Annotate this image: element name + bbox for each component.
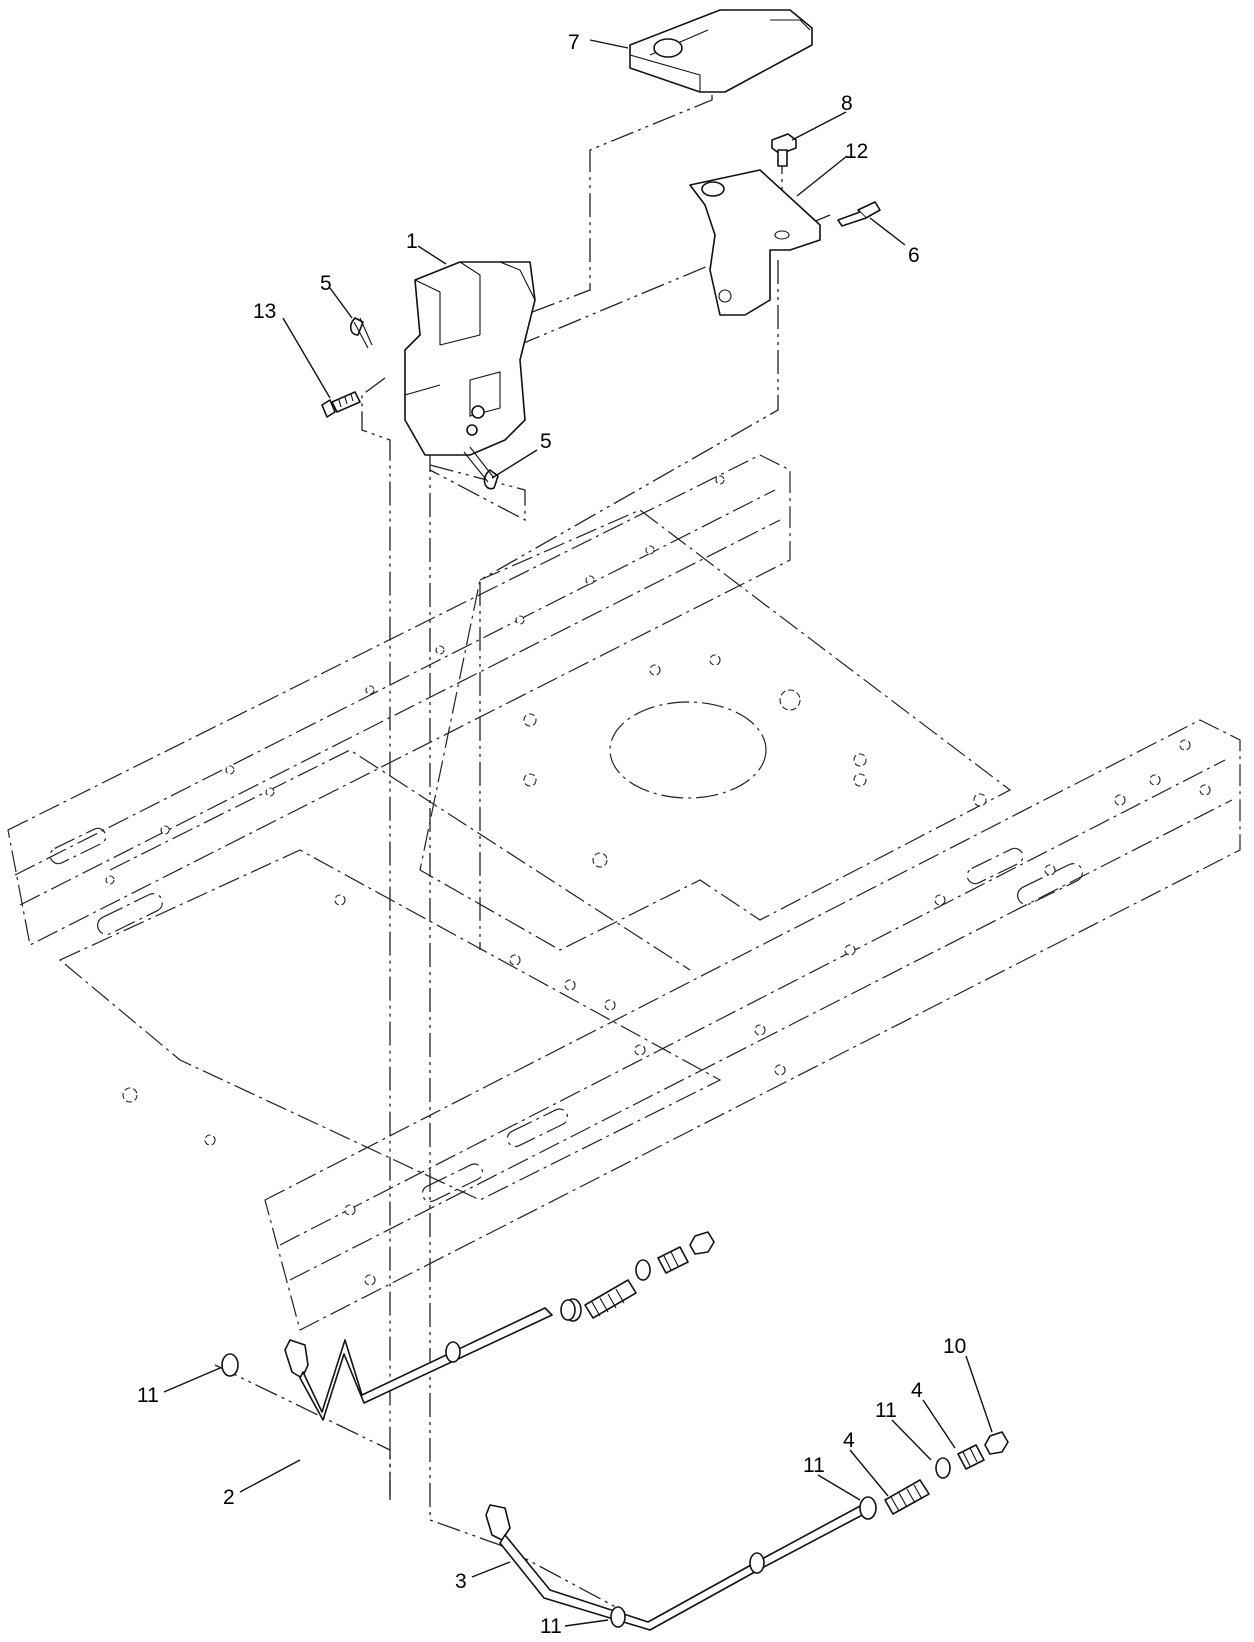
callout-6: 6 <box>908 244 920 267</box>
callout-11-bottom: 11 <box>540 1615 562 1638</box>
callout-3: 3 <box>455 1570 467 1593</box>
alignment-lines <box>214 95 831 1613</box>
callout-5-lower: 5 <box>540 430 552 453</box>
callout-13: 13 <box>253 300 276 323</box>
leader-lines <box>163 39 993 1627</box>
callout-8: 8 <box>841 92 853 115</box>
callout-11-right: 11 <box>803 1454 825 1477</box>
screw-part-13 <box>321 391 361 418</box>
rod-assembly-part-3 <box>485 1431 1009 1631</box>
callout-5-upper: 5 <box>320 272 332 295</box>
callout-11-left: 11 <box>137 1384 159 1407</box>
callout-1: 1 <box>406 230 418 253</box>
cover-part-7 <box>629 9 813 93</box>
callout-11-upper-right: 11 <box>875 1399 897 1422</box>
callout-4-right: 4 <box>911 1379 923 1402</box>
callout-12: 12 <box>845 140 868 163</box>
callout-7: 7 <box>568 31 580 54</box>
callouts: 7 8 12 6 1 5 13 5 10 4 11 4 11 11 2 3 11 <box>137 31 966 1638</box>
washer-part-11-bottom <box>610 1606 626 1628</box>
chassis-frame <box>7 454 1241 1331</box>
cotter-pin-part-5-lower <box>463 446 499 490</box>
switch-assembly-part-1 <box>404 261 536 456</box>
bracket-part-12 <box>689 169 821 316</box>
rod-assembly-part-2 <box>284 1231 715 1421</box>
callout-2: 2 <box>223 1486 235 1509</box>
callout-10: 10 <box>943 1335 966 1358</box>
washer-part-11-left <box>221 1353 239 1377</box>
frame-holes <box>105 475 1211 1286</box>
cotter-pin-part-5-upper <box>349 317 373 349</box>
pin-part-6 <box>837 201 881 227</box>
callout-4-left: 4 <box>843 1429 855 1452</box>
bolt-part-8 <box>771 133 797 167</box>
